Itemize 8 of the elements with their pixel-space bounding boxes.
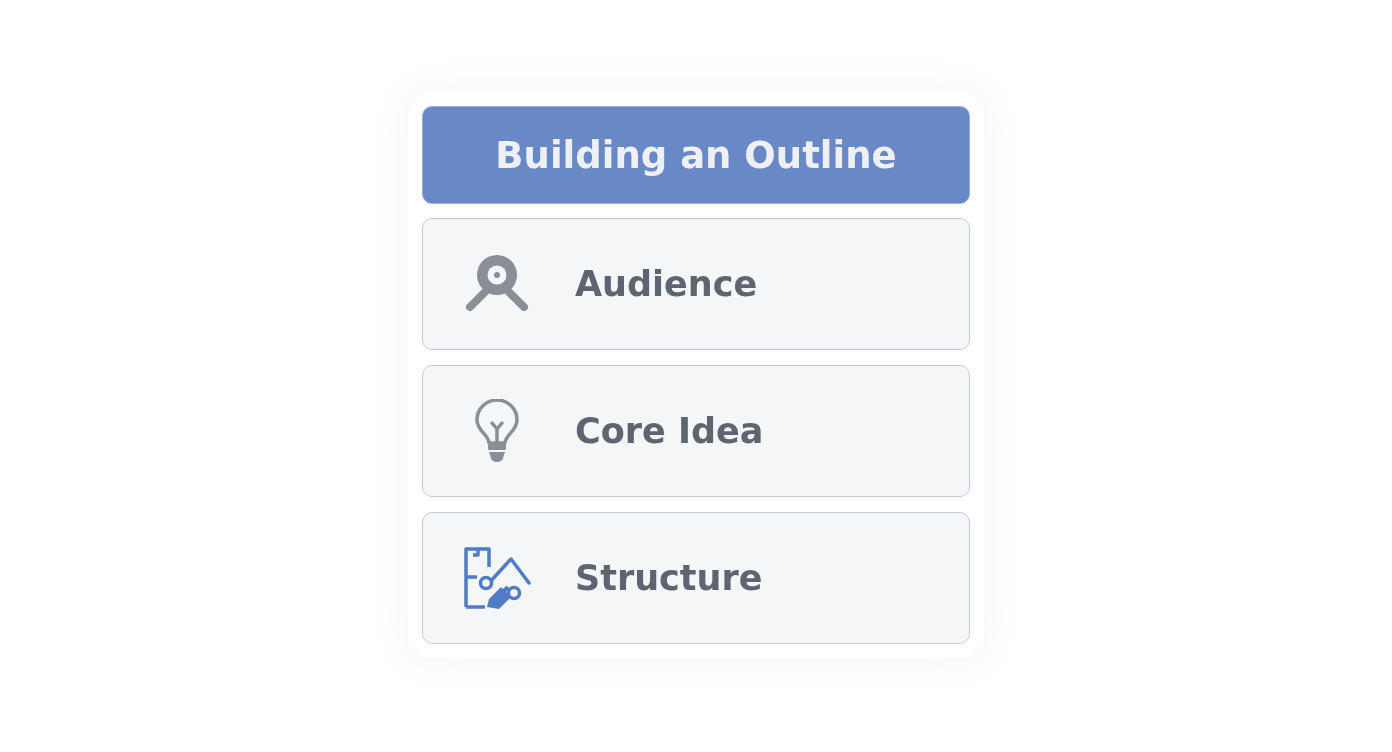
item-label: Structure bbox=[575, 558, 763, 598]
title-banner bbox=[422, 106, 970, 204]
item-label: Core Idea bbox=[575, 411, 764, 451]
title-text: Building an Outline bbox=[495, 133, 897, 177]
list-card bbox=[422, 218, 970, 350]
list-card bbox=[422, 365, 970, 497]
item-label: Audience bbox=[575, 264, 758, 304]
list-card bbox=[422, 512, 970, 644]
